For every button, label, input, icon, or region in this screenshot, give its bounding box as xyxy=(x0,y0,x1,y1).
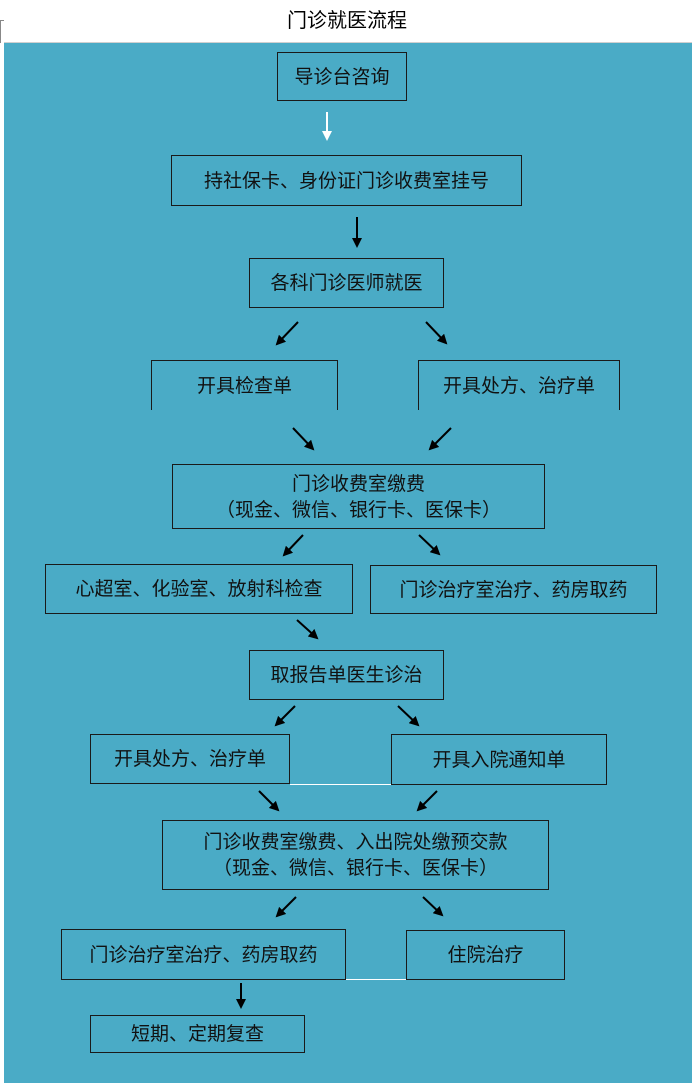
step-rx-order-label: 开具处方、治疗单 xyxy=(442,374,595,397)
step-followup-label: 短期、定期复查 xyxy=(130,1023,264,1045)
arrow-pay2-treat2 xyxy=(275,896,297,918)
step-report-label: 取报告单医生诊治 xyxy=(270,664,423,686)
arrow-examrooms-report xyxy=(296,619,319,640)
step-followup: 短期、定期复查 xyxy=(90,1015,305,1053)
corner-mark xyxy=(0,20,4,43)
step-pay-1-line1: 门诊收费室缴费 xyxy=(291,472,425,495)
arrow-doctor-exam xyxy=(275,321,299,346)
connector-line-1 xyxy=(290,784,391,785)
step-exam-order-label: 开具检查单 xyxy=(196,374,292,397)
flowchart-panel xyxy=(4,42,692,1083)
step-admission-label: 开具入院通知单 xyxy=(432,748,566,771)
step-pay-1: 门诊收费室缴费 （现金、微信、银行卡、医保卡） xyxy=(172,464,545,529)
step-register-label: 持社保卡、身份证门诊收费室挂号 xyxy=(203,169,489,192)
step-consult-label: 导诊台咨询 xyxy=(294,65,390,88)
step-rx-order: 开具处方、治疗单 xyxy=(418,360,620,410)
connector-line-2 xyxy=(346,979,406,980)
arrow-doctor-rx xyxy=(425,321,448,345)
arrow-rx2-pay2 xyxy=(258,790,280,812)
arrow-pay-examrooms xyxy=(282,534,304,557)
step-exam-rooms-label: 心超室、化验室、放射科检查 xyxy=(75,578,323,600)
step-rx-order-2: 开具处方、治疗单 xyxy=(90,734,290,784)
step-treat-1-label: 门诊治疗室治疗、药房取药 xyxy=(399,578,628,601)
step-pay-2-line1: 门诊收费室缴费、入出院处缴预交款 xyxy=(203,831,508,853)
step-rx-order-2-label: 开具处方、治疗单 xyxy=(113,748,266,770)
step-inpatient: 住院治疗 xyxy=(406,930,565,980)
arrow-report-rx2 xyxy=(274,705,296,727)
page-title: 门诊就医流程 xyxy=(287,8,407,32)
arrow-admission-pay2 xyxy=(416,790,438,812)
step-pay-2-line2: （现金、微信、银行卡、医保卡） xyxy=(212,857,498,879)
step-admission: 开具入院通知单 xyxy=(391,734,607,785)
step-exam-order: 开具检查单 xyxy=(151,360,338,410)
step-inpatient-label: 住院治疗 xyxy=(447,944,524,966)
step-treat-2: 门诊治疗室治疗、药房取药 xyxy=(61,929,346,980)
arrow-pay-treat xyxy=(418,534,441,556)
step-pay-2: 门诊收费室缴费、入出院处缴预交款 （现金、微信、银行卡、医保卡） xyxy=(162,820,549,890)
step-consult: 导诊台咨询 xyxy=(277,52,407,101)
arrow-rx-pay xyxy=(428,427,452,451)
step-pay-1-line2: （现金、微信、银行卡、医保卡） xyxy=(215,498,501,521)
step-register: 持社保卡、身份证门诊收费室挂号 xyxy=(171,155,522,206)
arrow-exam-pay xyxy=(292,427,315,451)
arrow-report-admission xyxy=(397,705,420,727)
step-doctor-label: 各科门诊医师就医 xyxy=(270,272,423,294)
arrow-pay2-inpatient xyxy=(422,896,444,917)
step-report: 取报告单医生诊治 xyxy=(249,650,444,700)
step-treat-2-label: 门诊治疗室治疗、药房取药 xyxy=(89,943,318,966)
step-treat-1: 门诊治疗室治疗、药房取药 xyxy=(370,565,657,614)
step-doctor: 各科门诊医师就医 xyxy=(249,258,444,308)
step-exam-rooms: 心超室、化验室、放射科检查 xyxy=(45,564,353,614)
